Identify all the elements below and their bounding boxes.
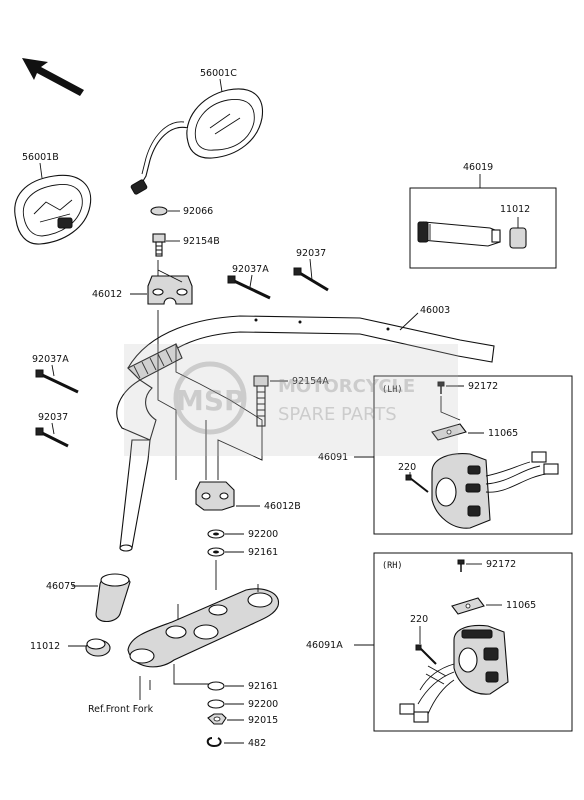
handlebar-46003 xyxy=(116,315,495,552)
bolt-92037A-top xyxy=(227,275,271,300)
screw-92172-lh xyxy=(437,381,445,394)
grip-box xyxy=(409,187,557,269)
watermark-line1: MOTORCYCLE xyxy=(278,376,415,397)
label-46075: 46075 xyxy=(46,581,76,592)
plate-11065-rh xyxy=(451,597,485,615)
label-46091: 46091 xyxy=(318,452,348,463)
bolt-92037-left xyxy=(35,427,69,448)
label-46012: 46012 xyxy=(92,289,122,300)
rh-switch-box xyxy=(373,552,573,732)
nut-92015 xyxy=(207,713,227,725)
screw-220-rh xyxy=(415,644,437,665)
screw-92172-rh xyxy=(457,559,465,572)
bolt-92037-top xyxy=(293,267,329,292)
label-220-rh: 220 xyxy=(410,614,428,625)
switch-housing-lh xyxy=(431,451,559,529)
label-92161-lower: 92161 xyxy=(248,681,278,692)
direction-arrow-icon xyxy=(22,58,84,96)
label-11012-box: 11012 xyxy=(500,204,530,215)
label-46012B: 46012B xyxy=(264,501,301,512)
bolt-92154A xyxy=(253,375,269,427)
label-11065-rh: 11065 xyxy=(506,600,536,611)
label-46019: 46019 xyxy=(463,162,493,173)
label-lh: (LH) xyxy=(382,385,402,395)
grip-46075 xyxy=(95,573,131,623)
watermark-logo-icon xyxy=(173,361,247,435)
holder-46012B xyxy=(195,481,235,511)
label-92037-top: 92037 xyxy=(296,248,326,259)
grip-end-11012-box xyxy=(509,227,527,249)
label-46003: 46003 xyxy=(420,305,450,316)
triple-clamp xyxy=(127,588,279,668)
label-56001C: 56001C xyxy=(200,68,237,79)
watermark-logo: MSP xyxy=(176,384,245,417)
mirror-left xyxy=(14,174,92,245)
label-92037A-top: 92037A xyxy=(232,264,269,275)
label-ref-front-fork: Ref.Front Fork xyxy=(88,704,154,715)
watermark-line2: SPARE PARTS xyxy=(278,404,397,425)
bolt-92037A-left xyxy=(35,369,79,394)
watermark: MSP MOTORCYCLE SPARE PARTS xyxy=(124,344,458,456)
label-56001B: 56001B xyxy=(22,152,59,163)
plate-11065-lh xyxy=(431,423,467,441)
label-92161-upper: 92161 xyxy=(248,547,278,558)
label-92172-rh: 92172 xyxy=(486,559,516,570)
lh-switch-box xyxy=(373,375,573,535)
washer-92066 xyxy=(150,206,168,216)
label-92200-lower: 92200 xyxy=(248,699,278,710)
label-46091A: 46091A xyxy=(306,640,343,651)
washer-92161-lower xyxy=(207,681,225,691)
holder-46012 xyxy=(147,275,193,305)
switch-housing-rh xyxy=(399,624,509,723)
label-92037-left: 92037 xyxy=(38,412,68,423)
label-11012-left: 11012 xyxy=(30,641,60,652)
label-92200-upper: 92200 xyxy=(248,529,278,540)
label-92154A: 92154A xyxy=(292,376,329,387)
screw-220-lh xyxy=(405,474,429,493)
label-92172-lh: 92172 xyxy=(468,381,498,392)
label-92154B: 92154B xyxy=(183,236,220,247)
bolt-92154B xyxy=(152,233,166,257)
label-482: 482 xyxy=(248,738,266,749)
label-92015: 92015 xyxy=(248,715,278,726)
label-220-lh: 220 xyxy=(398,462,416,473)
washer-92200-lower xyxy=(207,699,225,709)
circlip-482 xyxy=(206,737,222,748)
label-rh: (RH) xyxy=(382,561,402,571)
throttle-grip-46019 xyxy=(417,221,501,247)
grip-end-11012 xyxy=(85,638,111,657)
label-11065-lh: 11065 xyxy=(488,428,518,439)
label-92066: 92066 xyxy=(183,206,213,217)
label-92037A-left: 92037A xyxy=(32,354,69,365)
mirror-right xyxy=(130,88,264,195)
